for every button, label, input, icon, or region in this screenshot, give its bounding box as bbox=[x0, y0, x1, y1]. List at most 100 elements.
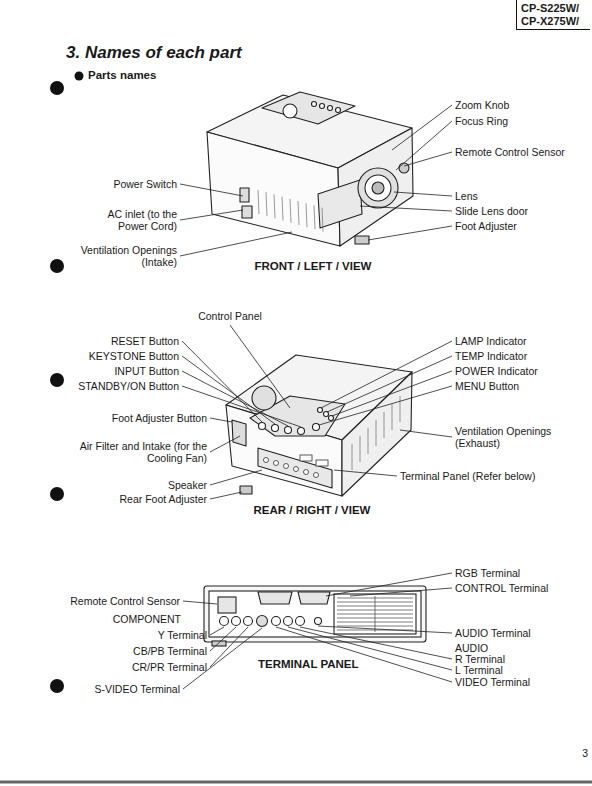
vent-line bbox=[375, 596, 376, 632]
part-name: Remote Control Sensor bbox=[70, 595, 180, 607]
terminal-name: R Terminal bbox=[455, 653, 505, 665]
grille-stroke bbox=[258, 190, 259, 214]
leader-line bbox=[180, 232, 292, 256]
view-caption: REAR / RIGHT / VIEW bbox=[254, 504, 371, 517]
leader-line bbox=[360, 206, 452, 211]
leader-line bbox=[326, 573, 452, 596]
terminal-name: L Terminal bbox=[455, 664, 503, 676]
intake-grille bbox=[258, 190, 323, 232]
leader-line bbox=[210, 418, 232, 422]
view-caption: FRONT / LEFT / VIEW bbox=[255, 260, 372, 273]
page-number: 3 bbox=[582, 747, 588, 759]
page-edge bbox=[0, 781, 592, 784]
grille-stroke bbox=[360, 436, 361, 462]
leader-line bbox=[183, 601, 217, 604]
grille-stroke bbox=[376, 420, 377, 446]
part-name: Control Panel bbox=[198, 310, 262, 322]
leader-line bbox=[321, 341, 452, 408]
part-name: Lens bbox=[455, 190, 478, 202]
leader-line bbox=[210, 470, 262, 485]
rear-terminals bbox=[264, 455, 329, 478]
leader-line bbox=[368, 226, 452, 240]
terminal-panel-figure bbox=[204, 586, 426, 646]
terminal-name: RGB Terminal bbox=[455, 567, 520, 579]
leader-line bbox=[327, 356, 452, 412]
leader-line bbox=[180, 184, 243, 196]
part-name: TEMP Indicator bbox=[455, 350, 527, 362]
leader-line bbox=[404, 152, 452, 166]
page-title: 3. Names of each part bbox=[66, 43, 242, 63]
part-name: Zoom Knob bbox=[455, 99, 509, 111]
part-name: Remote Control Sensor bbox=[455, 146, 565, 158]
part-name: Focus Ring bbox=[455, 115, 508, 127]
part-name: Air Filter and Intake (for the Cooling F… bbox=[67, 440, 207, 464]
model-number: CP-S225W/ CP-X275W/ bbox=[521, 2, 585, 27]
terminal-name: VIDEO Terminal bbox=[455, 676, 530, 688]
part-name: LAMP Indicator bbox=[455, 335, 527, 347]
part-name: INPUT Button bbox=[114, 365, 179, 377]
leader-line bbox=[300, 627, 452, 659]
leader-line bbox=[332, 371, 452, 416]
projector-front-view bbox=[207, 92, 413, 246]
leader-line bbox=[230, 325, 290, 408]
leader-line bbox=[210, 492, 242, 499]
grille-stroke bbox=[392, 404, 393, 430]
leader-line bbox=[210, 627, 236, 651]
grille-stroke bbox=[290, 199, 291, 223]
binder-holes bbox=[50, 81, 64, 693]
view-caption: TERMINAL PANEL bbox=[258, 658, 359, 671]
grille-stroke bbox=[266, 192, 267, 216]
part-name: RESET Button bbox=[111, 335, 179, 347]
terminal-name: AUDIO Terminal bbox=[455, 627, 531, 639]
part-name: Foot Adjuster bbox=[455, 220, 517, 232]
part-name: MENU Button bbox=[455, 380, 519, 392]
terminal-group: AUDIO bbox=[455, 642, 488, 654]
model-header-box: CP-S225W/ CP-X275W/ bbox=[516, 0, 590, 30]
part-name: STANDBY/ON Button bbox=[78, 380, 179, 392]
leader-line bbox=[319, 386, 452, 425]
terminal-name: Y Terminal bbox=[158, 629, 207, 641]
leader-line bbox=[334, 470, 397, 476]
part-name: Terminal Panel (Refer below) bbox=[400, 470, 535, 482]
grille-stroke bbox=[282, 197, 283, 221]
part-name: Foot Adjuster Button bbox=[112, 412, 207, 424]
leader-line bbox=[400, 430, 452, 437]
panel-vent-lines bbox=[337, 596, 413, 632]
part-name: AC inlet (to the Power Cord) bbox=[77, 208, 177, 232]
leader-line bbox=[210, 627, 224, 635]
leader-line bbox=[276, 627, 452, 682]
grille-stroke bbox=[274, 194, 275, 218]
part-name: Power Switch bbox=[113, 178, 177, 190]
part-name: Rear Foot Adjuster bbox=[119, 493, 207, 505]
grille-stroke bbox=[306, 203, 307, 227]
leader-line bbox=[394, 192, 452, 196]
grille-stroke bbox=[298, 201, 299, 225]
subheading: Parts names bbox=[88, 69, 156, 82]
part-name: Speaker bbox=[168, 479, 207, 491]
part-name: KEYSTONE Button bbox=[89, 350, 179, 362]
grille-stroke bbox=[322, 208, 323, 232]
part-name: Ventilation Openings (Intake) bbox=[67, 244, 177, 268]
terminal-name: CR/PR Terminal bbox=[132, 661, 207, 673]
leader-line bbox=[210, 436, 240, 452]
leader-line bbox=[318, 626, 452, 633]
terminal-group: COMPONENT bbox=[113, 613, 181, 625]
leader-line bbox=[180, 210, 243, 220]
grille-stroke bbox=[384, 412, 385, 438]
terminal-name: CB/PB Terminal bbox=[133, 645, 207, 657]
grille-stroke bbox=[352, 444, 353, 470]
grille-stroke bbox=[400, 396, 401, 422]
part-name: Ventilation Openings (Exhaust) bbox=[455, 425, 565, 449]
leader-line bbox=[210, 627, 248, 667]
leader-line bbox=[396, 121, 452, 170]
part-name: Slide Lens door bbox=[455, 205, 528, 217]
leader-line bbox=[350, 588, 452, 596]
terminal-name: CONTROL Terminal bbox=[455, 582, 548, 594]
terminal-name: S-VIDEO Terminal bbox=[94, 683, 180, 695]
part-name: POWER Indicator bbox=[455, 365, 538, 377]
leader-line bbox=[392, 105, 452, 150]
exhaust-grille bbox=[352, 396, 400, 470]
grille-stroke bbox=[368, 428, 369, 454]
bullet bbox=[75, 72, 84, 81]
